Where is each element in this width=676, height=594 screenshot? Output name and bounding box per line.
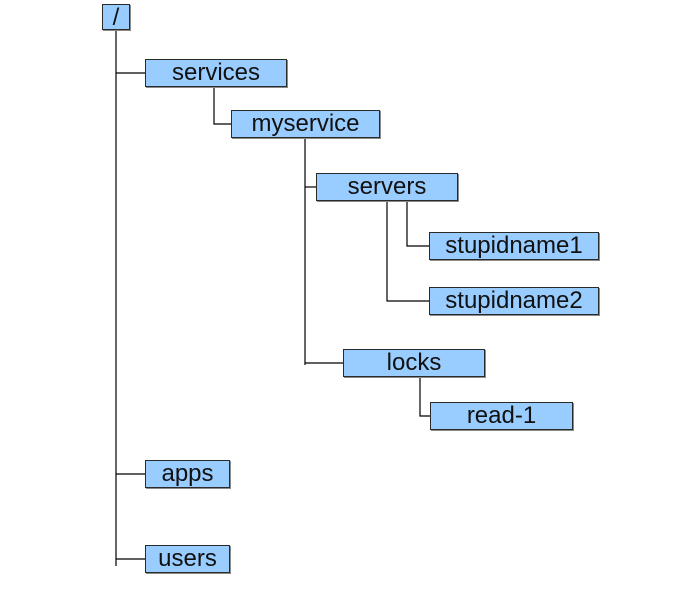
- connector-locks-read1: [419, 376, 430, 417]
- node-stupidname1: stupidname1: [429, 232, 599, 260]
- connector-servers-stupidname2: [386, 201, 429, 302]
- node-stupidname2: stupidname2: [429, 287, 599, 315]
- connector-services-myservice: [213, 86, 231, 125]
- node-apps: apps: [145, 460, 230, 488]
- node-services: services: [145, 59, 287, 87]
- node-locks: locks: [343, 349, 485, 377]
- node-users: users: [145, 545, 230, 573]
- node-servers: servers: [316, 173, 458, 201]
- node-read-1: read-1: [430, 402, 573, 430]
- node-myservice: myservice: [231, 110, 380, 138]
- node-root: /: [102, 4, 130, 31]
- connector-servers-stupidname1: [406, 201, 429, 247]
